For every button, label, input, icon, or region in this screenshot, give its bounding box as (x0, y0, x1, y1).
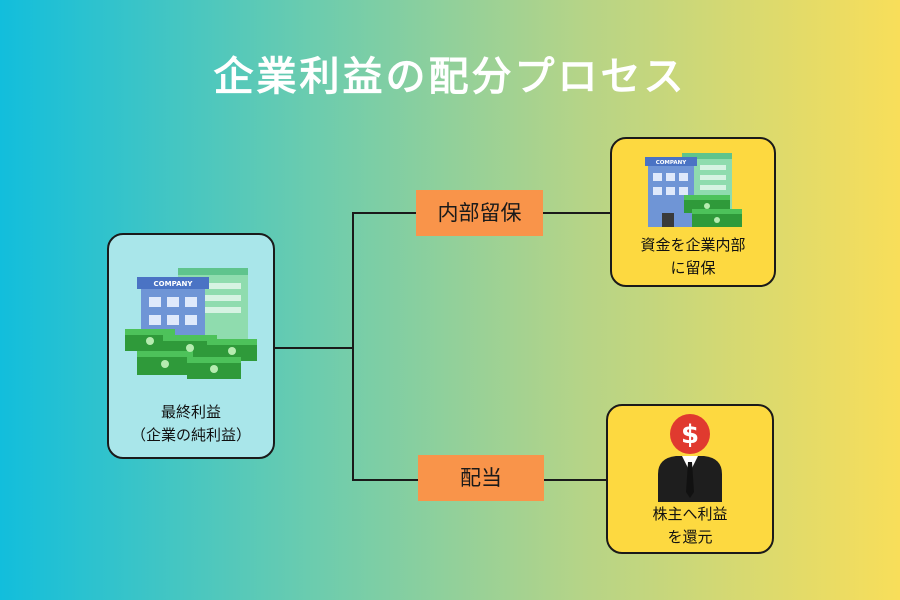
company-sign-text: COMPANY (656, 160, 688, 166)
dividend-box: $ 株主へ利益 を還元 (606, 404, 774, 554)
dividend-label: 株主へ利益 を還元 (608, 503, 772, 549)
dividend-tag: 配当 (418, 455, 544, 501)
net-profit-label-line2: （企業の純利益） (130, 426, 251, 444)
retained-earnings-label: 資金を企業内部 に留保 (612, 234, 774, 280)
svg-text:$: $ (681, 420, 699, 450)
company-sign-text: COMPANY (154, 280, 194, 288)
shareholder-dollar-icon: $ (658, 414, 722, 502)
retained-earnings-label-line2: に留保 (670, 259, 716, 277)
page-title: 企業利益の配分プロセス (213, 54, 687, 100)
net-profit-label: 最終利益 （企業の純利益） (109, 401, 273, 447)
retained-earnings-label-line1: 資金を企業内部 (640, 236, 746, 254)
dividend-label-line1: 株主へ利益 (652, 505, 728, 523)
retained-earnings-tag: 内部留保 (416, 190, 543, 236)
dividend-label-line2: を還元 (667, 528, 713, 546)
net-profit-box: COMPANY 最終利益 （企業の純利益） (107, 233, 275, 459)
company-with-money-icon: COMPANY (645, 153, 742, 227)
company-with-money-icon: COMPANY (125, 268, 257, 379)
net-profit-label-line1: 最終利益 (160, 403, 221, 421)
retained-earnings-box: COMPANY 資金を企業内部 に留保 (610, 137, 776, 287)
